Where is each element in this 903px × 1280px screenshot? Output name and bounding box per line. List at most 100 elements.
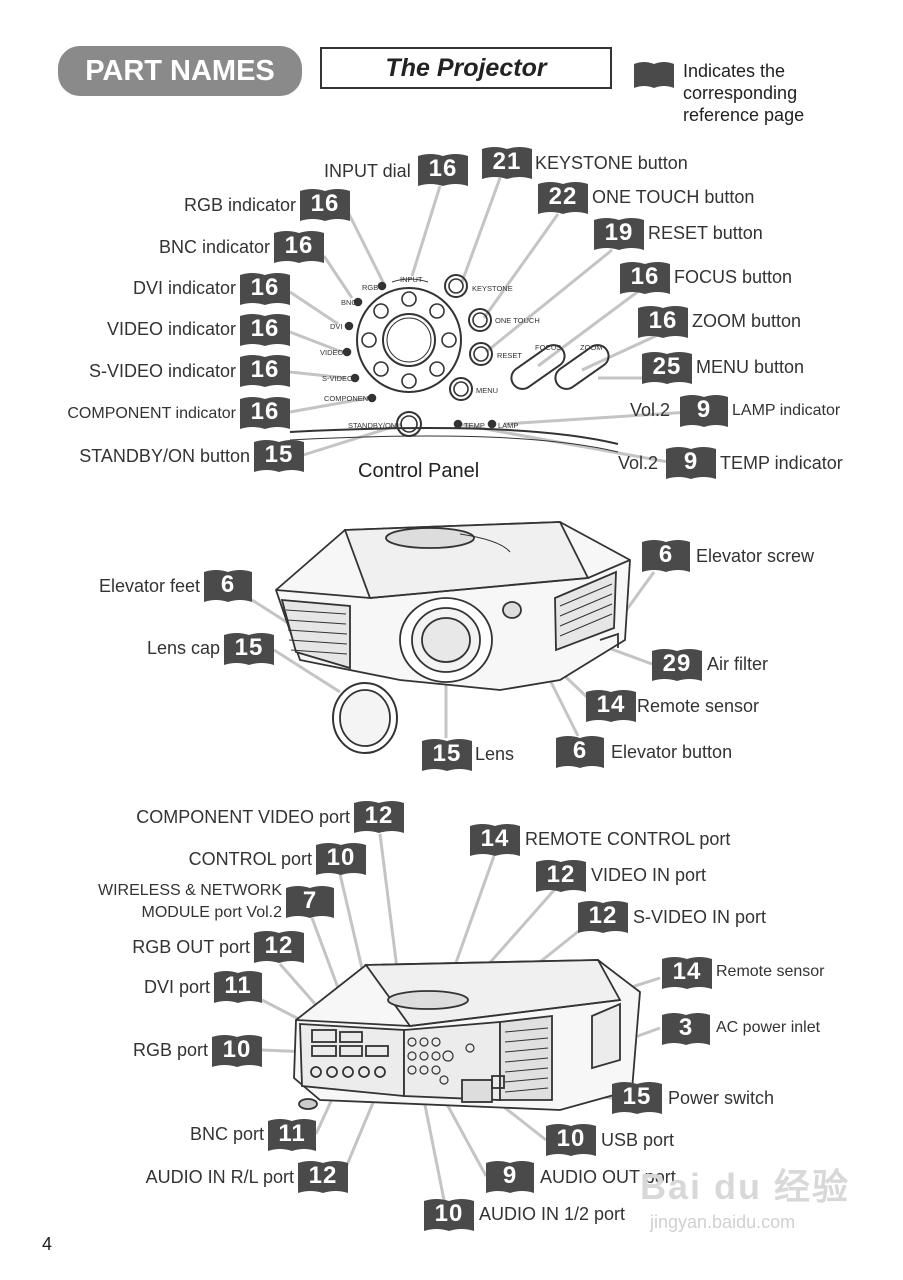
control-panel-caption: Control Panel: [358, 460, 480, 482]
elevator-screw-label: Elevator screw: [696, 546, 815, 566]
page-ref-badge: 9: [666, 445, 716, 479]
page-ref-badge: 25: [642, 350, 692, 384]
book-icon: [634, 62, 674, 88]
component-indicator-label: COMPONENT indicator: [67, 405, 236, 422]
panel-text-focus: FOCUS: [535, 343, 561, 352]
lens-label: Lens: [475, 744, 515, 764]
page-ref-badge: 16: [300, 187, 350, 221]
page-ref-badge: 10: [424, 1197, 474, 1231]
watermark-url: jingyan.baidu.com: [650, 1212, 796, 1232]
page-ref-badge: 16: [240, 395, 290, 429]
legend-line: reference page: [683, 105, 805, 125]
page-ref-badge: 10: [316, 841, 366, 875]
page-ref-badge: 15: [612, 1080, 662, 1114]
page-ref-badge: 29: [652, 647, 702, 681]
page-ref-badge: 15: [224, 631, 274, 665]
section-title: PART NAMES: [58, 46, 302, 96]
panel-text-reset: RESET: [497, 351, 522, 360]
audio-in-12-port-label: AUDIO IN 1/2 port: [479, 1204, 626, 1224]
dvi-indicator-label: DVI indicator: [132, 278, 236, 298]
temp-label: TEMP indicator: [720, 453, 843, 473]
page-ref-badge: 15: [422, 737, 472, 771]
panel-text-lamp: LAMP: [498, 421, 518, 430]
lamp-label: LAMP indicator: [732, 402, 841, 419]
page-ref-badge: 10: [212, 1033, 262, 1067]
onetouch-label: ONE TOUCH button: [592, 187, 755, 207]
component-video-port-label: COMPONENT VIDEO port: [136, 807, 350, 827]
audio-out-port-label: AUDIO OUT port: [540, 1167, 676, 1187]
video-in-port-label: VIDEO IN port: [591, 865, 707, 885]
remote-control-port-label: REMOTE CONTROL port: [525, 829, 731, 849]
usb-port-label: USB port: [601, 1130, 675, 1150]
page-ref-badge: 16: [274, 229, 324, 263]
page-ref-badge: 12: [354, 799, 404, 833]
input-dial-label: INPUT dial: [324, 161, 411, 181]
page-ref-badge: 16: [418, 152, 468, 186]
page-ref-badge: 12: [536, 858, 586, 892]
panel-text-dvi: DVI: [330, 322, 343, 331]
page-ref-badge: 12: [254, 929, 304, 963]
keystone-label: KEYSTONE button: [535, 153, 688, 173]
menu-label: MENU button: [696, 357, 805, 377]
audio-in-rl-port-label: AUDIO IN R/L port: [145, 1167, 294, 1187]
panel-text-keystone: KEYSTONE: [472, 284, 513, 293]
elevator-feet-label: Elevator feet: [98, 576, 200, 596]
panel-text-bnc: BNC: [341, 298, 357, 307]
bnc-port-label: BNC port: [189, 1124, 264, 1144]
projector-front-drawing: [274, 521, 631, 754]
panel-text-video: VIDEO: [320, 348, 344, 357]
panel-text-rgb: RGB: [362, 283, 378, 292]
page-ref-badge: 14: [470, 822, 520, 856]
page-ref-badge: 7: [286, 884, 334, 918]
wireless-port-label-1: WIRELESS & NETWORK: [97, 882, 282, 899]
page-ref-badge: 16: [638, 304, 688, 338]
projector-rear-drawing: [293, 959, 641, 1111]
page-ref-badge: 11: [214, 969, 262, 1003]
page-ref-badge: 6: [556, 734, 604, 768]
air-filter-label: Air filter: [707, 654, 769, 674]
reset-label: RESET button: [648, 223, 763, 243]
page-ref-badge: 19: [594, 216, 644, 250]
remote-sensor-front-label: Remote sensor: [637, 696, 760, 716]
watermark-logo: Bai du 经验: [640, 1166, 851, 1207]
control-panel-drawing: [289, 274, 619, 453]
page-ref-badge: 9: [486, 1159, 534, 1193]
control-port-label: CONTROL port: [188, 849, 312, 869]
page-ref-badge: 22: [538, 180, 588, 214]
page-ref-badge: 12: [298, 1159, 348, 1193]
page-ref-badge: 6: [642, 538, 690, 572]
dvi-port-label: DVI port: [143, 977, 210, 997]
legend-text: Indicates the corresponding reference pa…: [683, 60, 883, 126]
zoom-label: ZOOM button: [692, 311, 802, 331]
elevator-button-label: Elevator button: [611, 742, 733, 762]
page-ref-badge: 14: [586, 688, 636, 722]
rgb-indicator-label: RGB indicator: [183, 195, 296, 215]
focus-label: FOCUS button: [674, 267, 793, 287]
legend-line: Indicates the: [683, 61, 786, 81]
subtitle-box: The Projector: [320, 47, 612, 89]
page-ref-badge: 16: [240, 353, 290, 387]
lens-cap-label: Lens cap: [146, 638, 220, 658]
rgb-port-label: RGB port: [132, 1040, 208, 1060]
page-ref-badge: 15: [254, 438, 304, 472]
page-ref-badge: 9: [680, 393, 728, 427]
page-ref-badge: 16: [240, 312, 290, 346]
page-ref-badge: 16: [620, 260, 670, 294]
panel-text-svideo: S-VIDEO: [322, 374, 353, 383]
svideo-in-port-label: S-VIDEO IN port: [633, 907, 767, 927]
svideo-indicator-label: S-VIDEO indicator: [88, 361, 236, 381]
panel-text-standby: STANDBY/ON: [348, 421, 396, 430]
legend-line: corresponding: [683, 83, 798, 103]
wireless-port-label-2: MODULE port Vol.2: [141, 904, 283, 921]
page-ref-badge: 11: [268, 1117, 316, 1151]
temp-prefix: Vol.2: [618, 453, 659, 473]
page-ref-badge: 14: [662, 955, 712, 989]
page-ref-badge: 21: [482, 145, 532, 179]
ac-inlet-label: AC power inlet: [716, 1019, 821, 1036]
page-ref-badge: 10: [546, 1122, 596, 1156]
page-ref-badge: 16: [240, 271, 290, 305]
page-ref-badge: 3: [662, 1011, 710, 1045]
power-switch-label: Power switch: [668, 1088, 775, 1108]
rgb-out-port-label: RGB OUT port: [132, 937, 250, 957]
